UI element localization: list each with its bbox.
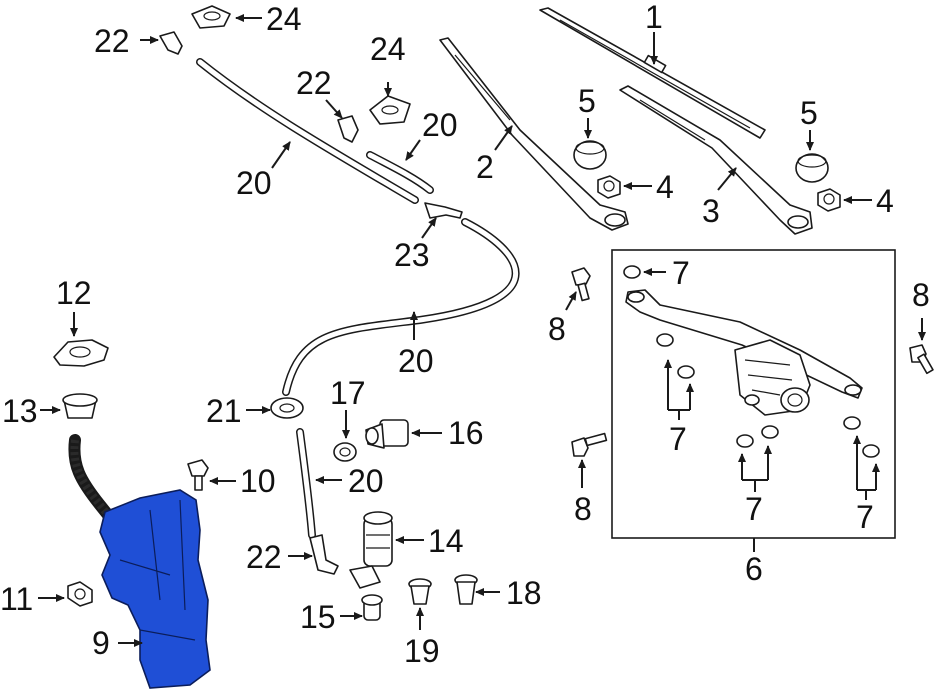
callout-1: 1 (645, 0, 663, 35)
callout-7: 7 (745, 491, 763, 527)
leader-arrows (38, 14, 926, 647)
washer-nozzle-part (369, 95, 411, 125)
callout-22: 22 (94, 23, 130, 59)
nut-part (67, 581, 93, 607)
level-sensor-part (365, 419, 409, 449)
callout-13: 13 (2, 393, 38, 429)
elbow-connector-part (159, 31, 183, 55)
callout-20: 20 (236, 165, 272, 201)
callout-23: 23 (394, 237, 430, 273)
callout-4: 4 (656, 169, 674, 205)
callout-24: 24 (370, 31, 406, 67)
callout-8: 8 (548, 311, 566, 347)
callout-8: 8 (912, 277, 930, 313)
bolt-part (571, 432, 608, 457)
callout-21: 21 (206, 393, 242, 429)
callout-14: 14 (428, 523, 464, 559)
callout-2: 2 (476, 149, 494, 185)
callout-17: 17 (330, 375, 366, 411)
callout-5: 5 (800, 95, 818, 131)
bolt-part (571, 267, 591, 302)
washer-nozzle-part (191, 5, 231, 29)
callout-22: 22 (246, 539, 282, 575)
wiper-arm-part (439, 37, 629, 231)
elbow-connector-part (309, 534, 339, 575)
reservoir-cap-part (62, 393, 98, 419)
callout-11: 11 (0, 581, 33, 617)
callout-labels: 1 2 3 4 4 5 5 6 7 7 7 7 8 8 8 9 10 11 12… (0, 0, 930, 669)
arm-nut-part (817, 188, 841, 212)
grommet-part (408, 578, 432, 605)
callout-7: 7 (672, 255, 690, 291)
callout-3: 3 (702, 193, 720, 229)
bolt-part (187, 459, 209, 491)
callout-15: 15 (300, 599, 336, 635)
y-connector-part (424, 202, 463, 219)
callout-7: 7 (856, 499, 874, 535)
grommet-parts (623, 265, 880, 458)
callout-4: 4 (876, 183, 894, 219)
callout-5: 5 (578, 83, 596, 119)
filler-seal-part (53, 339, 109, 367)
grommet-part (454, 574, 478, 605)
motor-linkage-part (625, 289, 863, 416)
callout-24: 24 (266, 1, 302, 37)
callout-20: 20 (398, 343, 434, 379)
washer-reservoir-part (68, 434, 211, 689)
wiper-arm-part (619, 85, 813, 235)
callout-6: 6 (745, 551, 763, 587)
washer-hose-part (196, 58, 520, 539)
callout-20: 20 (348, 463, 384, 499)
washer-pump-part (349, 511, 393, 589)
callout-7: 7 (669, 421, 687, 457)
elbow-connector-part (337, 115, 359, 143)
callout-8: 8 (574, 491, 592, 527)
check-valve-part (270, 397, 304, 419)
bolt-part (909, 344, 934, 375)
arm-cap-part (573, 140, 607, 170)
pump-grommet-part (361, 594, 383, 621)
callout-10: 10 (240, 463, 276, 499)
callout-20: 20 (422, 107, 458, 143)
callout-9: 9 (92, 625, 110, 661)
arm-nut-part (597, 175, 621, 199)
callout-19: 19 (404, 633, 440, 669)
callout-22: 22 (296, 65, 332, 101)
callout-16: 16 (448, 415, 484, 451)
callout-18: 18 (506, 575, 542, 611)
callout-12: 12 (56, 275, 92, 311)
sensor-grommet-part (333, 442, 357, 462)
arm-cap-part (795, 153, 829, 183)
